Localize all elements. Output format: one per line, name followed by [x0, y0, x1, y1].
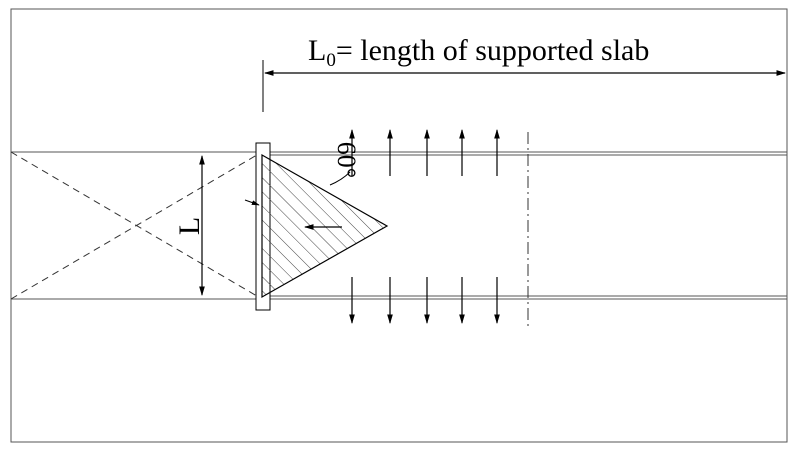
- dashed-x-lines: [10, 151, 263, 300]
- upward-arrows: [349, 129, 500, 176]
- length-title: L0= length of supported slab: [308, 34, 649, 71]
- angle-label: 60°: [332, 142, 361, 178]
- slab-edges: [11, 151, 787, 300]
- hatched-load-triangle: [261, 153, 389, 299]
- angle-arc: [329, 171, 351, 186]
- outer-frame: [10, 8, 788, 443]
- downward-arrows: [349, 277, 500, 324]
- width-label: L: [173, 217, 206, 235]
- angle-pointer: [244, 199, 260, 206]
